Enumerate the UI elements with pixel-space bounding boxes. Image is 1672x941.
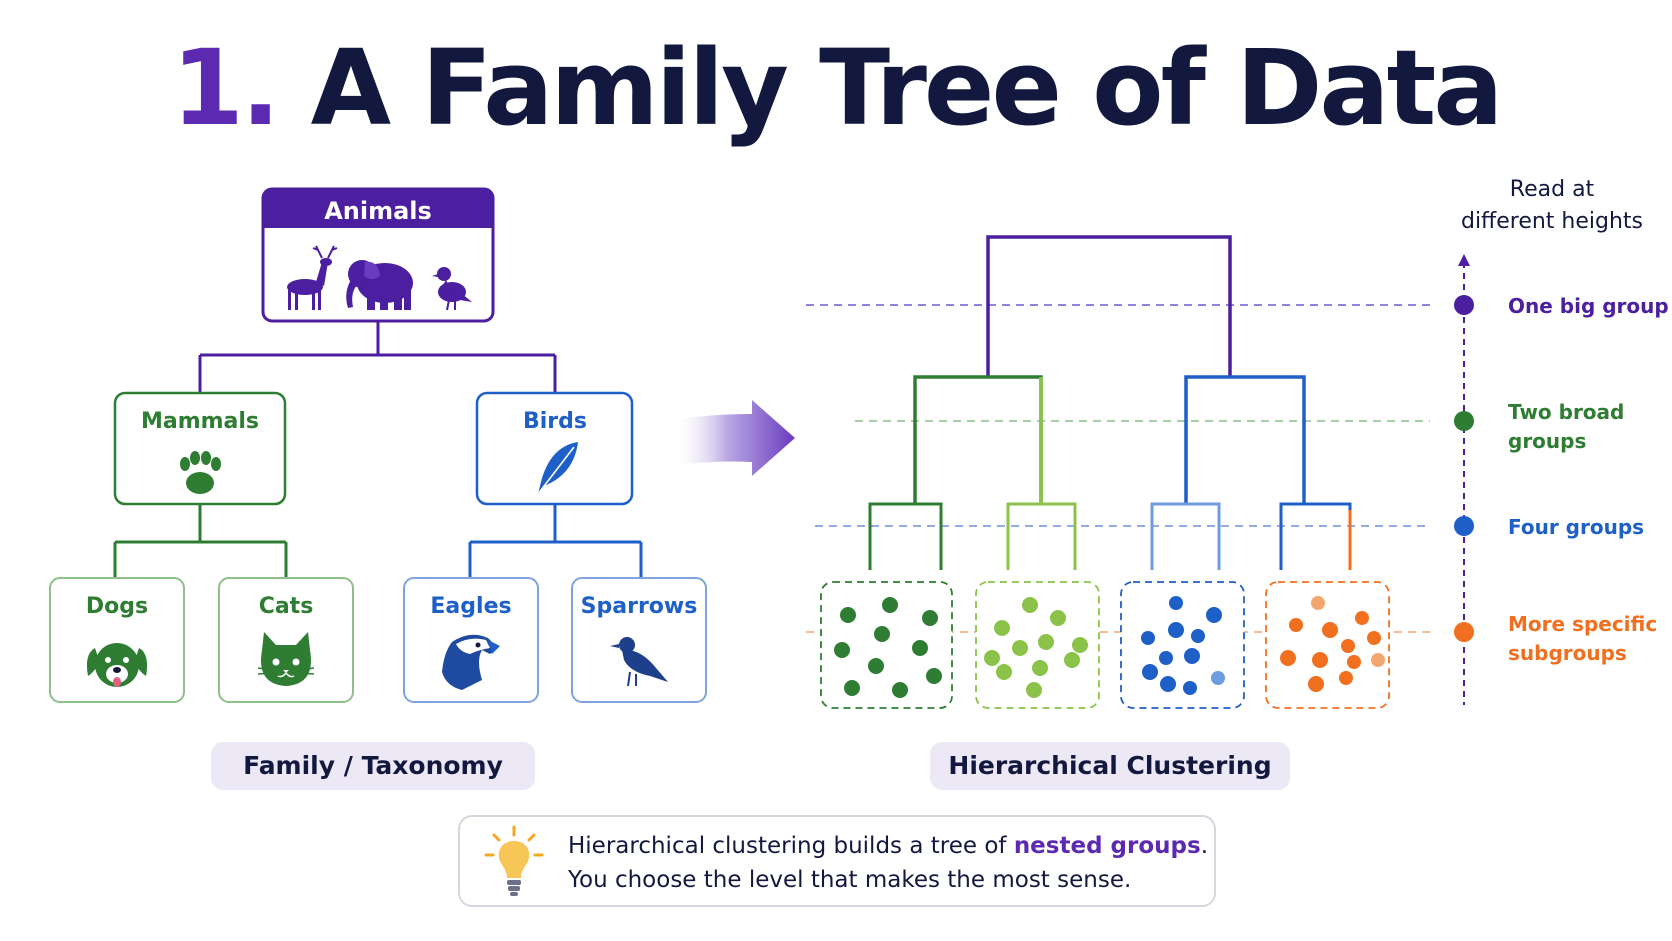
node-dogs: Dogs [49,577,185,703]
cluster-points-blue [1141,596,1225,695]
bird-icon [432,267,472,311]
eagle-icon [442,634,500,690]
feather-icon [537,442,578,495]
note-highlight: nested groups [1013,833,1201,859]
level-label-2-line1: Two broad [1508,400,1624,424]
level-label-4-line2: subgroups [1508,641,1627,665]
page-title: 1. A Family Tree of Data [0,28,1672,148]
node-animals: Animals [261,187,495,323]
node-mammals: Mammals [113,391,287,506]
level-label-1: One big group [1508,294,1669,318]
axis-title-line2: different heights [1461,209,1643,234]
sparrow-icon [610,637,668,687]
note-line-2: You choose the level that makes the most… [568,867,1132,893]
node-cats-label: Cats [259,594,314,619]
axis-title-line1: Read at [1510,177,1595,202]
level-marker-4 [1454,622,1474,642]
cluster-box-orange [1265,581,1390,709]
taxonomy-tree: Animals [49,187,707,703]
node-cats: Cats [218,577,354,703]
transition-arrow [672,400,795,476]
cluster-points-orange [1280,596,1385,692]
level-label-4-line1: More specific [1508,612,1657,636]
takeaway-note: Hierarchical clustering builds a tree of… [458,815,1216,907]
paw-icon [180,451,221,494]
node-animals-label: Animals [324,197,432,225]
merge-light-blue [1150,502,1221,570]
merge-dark-green [868,502,943,570]
elephant-icon [346,260,413,310]
merge-dark-blue [1279,502,1352,570]
node-eagles-label: Eagles [430,594,511,619]
dendrogram: Read at different heights One big group … [806,177,1669,709]
node-sparrows-label: Sparrows [581,594,698,619]
connector-birds [468,505,643,578]
level-marker-2 [1454,411,1474,431]
node-dogs-label: Dogs [86,594,148,619]
clustering-caption: Hierarchical Clustering [930,742,1290,790]
cluster-points-light-green [984,597,1088,698]
title-text: A Family Tree of Data [310,27,1504,149]
height-axis [1454,254,1474,705]
level-marker-3 [1454,516,1474,536]
note-line-1: Hierarchical clustering builds a tree of… [568,833,1208,859]
dog-icon [86,643,148,687]
merge-blue [1184,375,1306,504]
node-eagles: Eagles [403,577,539,703]
merge-light-green [1006,502,1077,570]
node-sparrows: Sparrows [571,577,707,703]
deer-icon [287,245,338,310]
cluster-points-dark-green [834,597,942,698]
cat-icon [257,632,315,686]
connector-root [198,321,557,393]
title-number: 1. [171,27,281,149]
node-mammals-label: Mammals [141,409,259,434]
node-birds: Birds [475,391,634,506]
note-text: Hierarchical clustering builds a tree of… [568,829,1208,897]
taxonomy-caption: Family / Taxonomy [211,742,535,790]
level-label-3: Four groups [1508,515,1644,539]
merge-root [986,235,1232,377]
connector-mammals [113,505,288,578]
level-marker-1 [1454,295,1474,315]
node-birds-label: Birds [523,409,587,434]
lightbulb-icon [484,825,544,896]
level-label-2-line2: groups [1508,429,1586,453]
merge-green [913,375,1043,504]
